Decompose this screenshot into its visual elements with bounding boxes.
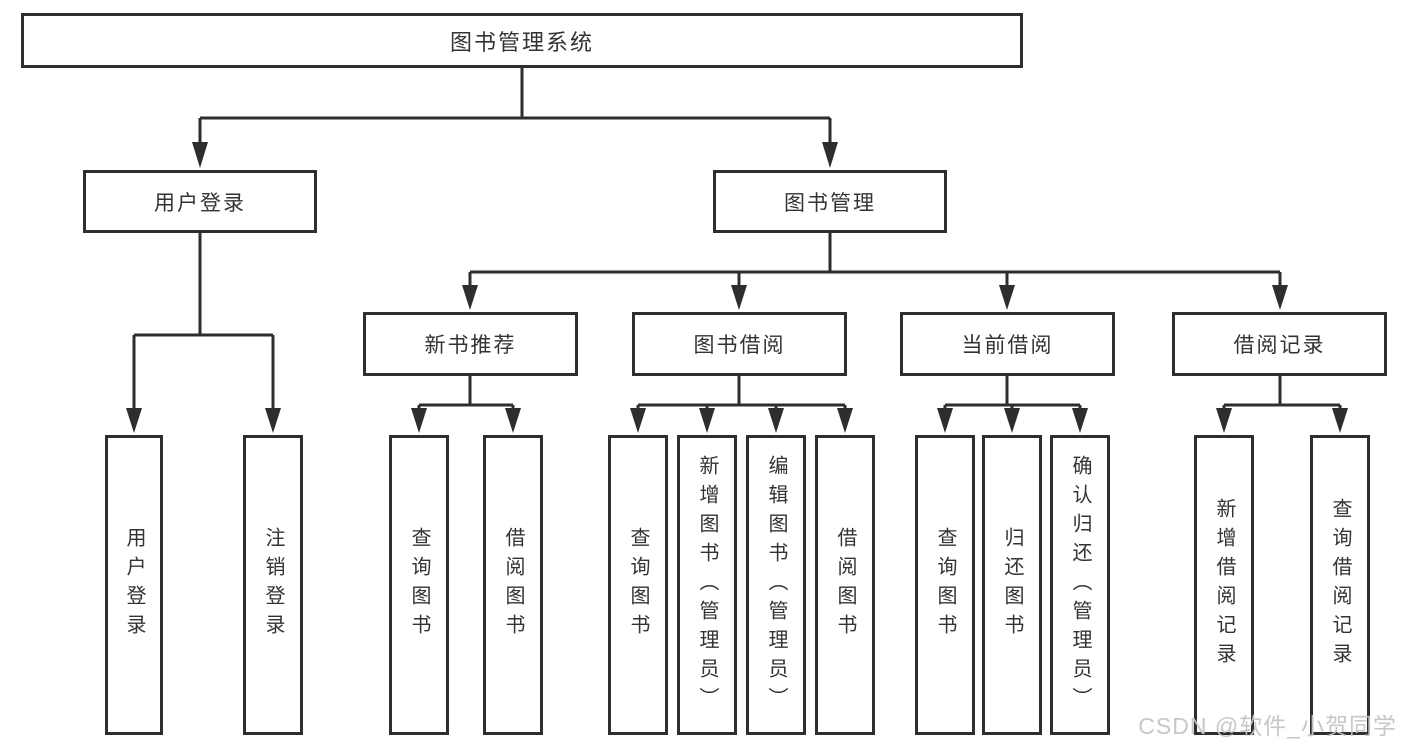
node-user-login-branch: 用户登录 — [83, 170, 317, 233]
leaf-confirm-return-admin: 确认归还（管理员） — [1050, 435, 1110, 735]
connector-book-management-to-sections — [462, 233, 1288, 310]
leaf-return-books: 归还图书 — [982, 435, 1042, 735]
leaf-borrow-books-borrowing: 借阅图书 — [815, 435, 875, 735]
leaf-query-books-borrowing: 查询图书 — [608, 435, 668, 735]
node-label: 新书推荐 — [424, 334, 517, 357]
leaf-label: 查询图书 — [408, 527, 430, 643]
leaf-add-books-admin: 新增图书（管理员） — [677, 435, 737, 735]
leaf-query-borrow-record: 查询借阅记录 — [1310, 435, 1370, 735]
leaf-query-books-recommend: 查询图书 — [389, 435, 449, 735]
leaf-add-borrow-record: 新增借阅记录 — [1194, 435, 1254, 735]
connector-borrowing-records-to-leaves — [1216, 376, 1348, 433]
node-book-borrowing: 图书借阅 — [632, 312, 847, 376]
node-borrowing-records: 借阅记录 — [1172, 312, 1387, 376]
watermark: CSDN @软件_小贺同学 — [1138, 713, 1397, 739]
connector-root-to-level2 — [192, 68, 838, 168]
node-label: 图书管理 — [784, 191, 876, 215]
leaf-label: 注销登录 — [262, 527, 284, 643]
leaf-label: 归还图书 — [1001, 527, 1023, 643]
leaf-label: 确认归还（管理员） — [1069, 454, 1091, 716]
leaf-label: 新增图书（管理员） — [696, 454, 718, 716]
node-label: 图书借阅 — [693, 334, 786, 357]
leaf-query-books-current: 查询图书 — [915, 435, 975, 735]
node-current-borrowing: 当前借阅 — [900, 312, 1115, 376]
node-new-book-recommendation: 新书推荐 — [363, 312, 578, 376]
leaf-label: 新增借阅记录 — [1213, 498, 1235, 672]
leaf-label: 查询图书 — [627, 527, 649, 643]
connector-current-borrowing-to-leaves — [937, 376, 1088, 433]
node-book-management-branch: 图书管理 — [713, 170, 947, 233]
leaf-logout: 注销登录 — [243, 435, 303, 735]
leaf-label: 借阅图书 — [834, 527, 856, 643]
leaf-label: 查询图书 — [934, 527, 956, 643]
node-label: 借阅记录 — [1233, 334, 1326, 357]
leaf-label: 编辑图书（管理员） — [765, 454, 787, 716]
node-label: 当前借阅 — [961, 334, 1054, 357]
node-label: 用户登录 — [154, 191, 246, 215]
connector-new-book-recommendation-to-leaves — [411, 376, 521, 433]
connector-book-borrowing-to-leaves — [630, 376, 853, 433]
leaf-user-login: 用户登录 — [105, 435, 163, 735]
leaf-label: 用户登录 — [123, 527, 145, 643]
leaf-label: 借阅图书 — [502, 527, 524, 643]
node-root-library-system: 图书管理系统 — [21, 13, 1023, 68]
leaf-edit-books-admin: 编辑图书（管理员） — [746, 435, 806, 735]
leaf-label: 查询借阅记录 — [1329, 498, 1351, 672]
connector-user-login-to-leaves — [126, 233, 281, 433]
node-label: 图书管理系统 — [449, 29, 594, 55]
leaf-borrow-books-recommend: 借阅图书 — [483, 435, 543, 735]
